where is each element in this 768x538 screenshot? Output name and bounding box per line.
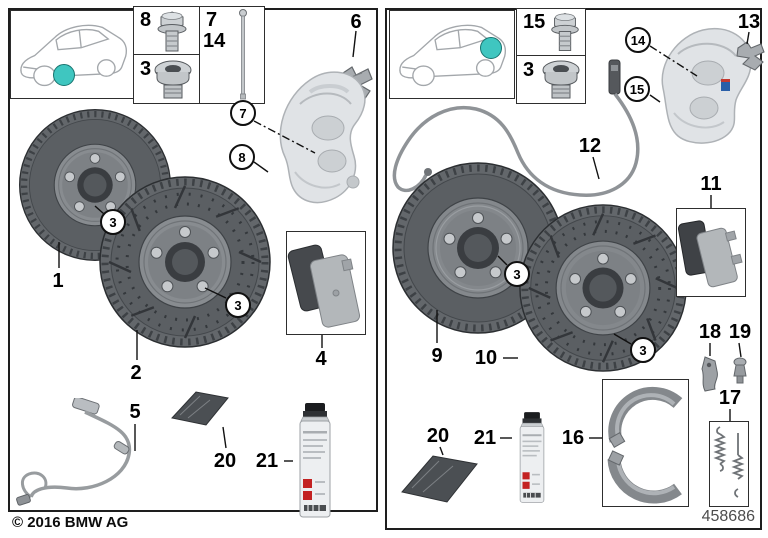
copyright-notice: © 2016 BMW AG <box>12 514 129 531</box>
callout-17-spring-kit[interactable]: 17 <box>718 387 742 409</box>
diagram-number: 458686 <box>701 508 755 525</box>
disc-screw-number-rear[interactable]: 3 <box>523 59 535 81</box>
callout-15-bleeder-badge[interactable]: 15 <box>624 76 650 102</box>
callout-12-wear-sensor[interactable]: 12 <box>578 135 602 157</box>
rear-axle-location-inset <box>389 10 515 99</box>
callout-8-guide: 8 <box>238 149 246 165</box>
callout-21-cleaner-rear[interactable]: 21 <box>473 427 497 449</box>
spring-kit-illustration <box>713 426 745 498</box>
callout-15-bleeder: 15 <box>629 81 645 97</box>
callout-3d-screw: 3 <box>639 342 647 358</box>
guide-pin-box <box>199 6 265 104</box>
callout-10-disc-sport[interactable]: 10 <box>474 347 498 369</box>
callout-3b-screw: 3 <box>234 297 242 313</box>
callout-11-pad-set[interactable]: 11 <box>700 173 722 195</box>
callout-18-adjuster[interactable]: 18 <box>698 321 722 343</box>
guide-pin-number-b[interactable]: 14 <box>203 30 226 52</box>
guide-pin-number-a[interactable]: 7 <box>206 9 218 31</box>
callout-3c-screw: 3 <box>513 266 521 282</box>
guide-pin-icon <box>239 9 247 100</box>
callout-5-wear-sensor[interactable]: 5 <box>129 401 141 423</box>
rear-wear-sensor-illustration <box>392 59 640 197</box>
callout-19-expander[interactable]: 19 <box>728 321 752 343</box>
callout-3c-screw-badge-rear[interactable]: 3 <box>504 261 530 287</box>
flange-bolt-icon <box>551 12 579 51</box>
rear-cleaner-can-illustration <box>519 412 545 503</box>
callout-16-shoe-set[interactable]: 16 <box>561 427 585 449</box>
callout-14-caliper: 14 <box>630 32 646 48</box>
front-axle-highlight-dot <box>53 64 75 86</box>
callout-3d-screw-badge-rear[interactable]: 3 <box>630 337 656 363</box>
shoe-expander-illustration <box>733 357 747 384</box>
front-pad-set-illustration <box>287 244 361 328</box>
callout-6-retaining-clip[interactable]: 6 <box>350 11 362 33</box>
rear-paste-packet-illustration <box>401 455 478 503</box>
callout-3a-screw-badge-front[interactable]: 3 <box>100 209 126 235</box>
callout-13-retaining-clip[interactable]: 13 <box>737 11 761 33</box>
disc-screw-number-front[interactable]: 3 <box>140 58 152 80</box>
countersunk-plug-icon <box>542 60 580 99</box>
rear-pad-set-illustration <box>677 220 743 288</box>
callout-7-caliper: 7 <box>239 105 247 121</box>
car-sketch-icon <box>399 24 507 87</box>
rear-axle-highlight-dot <box>480 37 502 59</box>
shoe-adjuster-illustration <box>701 356 718 392</box>
front-cleaner-can-illustration <box>299 403 331 518</box>
front-wear-sensor-illustration <box>16 398 132 506</box>
callout-8-guide-badge[interactable]: 8 <box>229 144 255 170</box>
front-caliper-illustration <box>279 71 366 204</box>
countersunk-plug-icon <box>154 60 192 99</box>
callout-4-pad-set[interactable]: 4 <box>315 348 327 370</box>
callout-2-disc-sport[interactable]: 2 <box>130 362 142 384</box>
callout-3a-screw: 3 <box>109 214 117 230</box>
callout-20-paste-rear[interactable]: 20 <box>426 425 450 447</box>
front-disc-sport-illustration <box>99 176 271 348</box>
callout-21-cleaner-front[interactable]: 21 <box>255 450 279 472</box>
caliper-bolt-number[interactable]: 8 <box>140 9 152 31</box>
front-axle-location-inset <box>10 10 136 99</box>
callout-9-disc-standard[interactable]: 9 <box>431 345 443 367</box>
front-paste-packet-illustration <box>171 391 229 426</box>
callout-3b-screw-badge-front[interactable]: 3 <box>225 292 251 318</box>
rear-caliper-bolt-number[interactable]: 15 <box>523 11 546 33</box>
rear-retaining-clip-illustration <box>736 41 765 71</box>
flange-bolt-icon <box>157 11 187 52</box>
parking-shoe-illustration <box>607 386 683 504</box>
rear-disc-sport-illustration <box>519 204 687 372</box>
callout-14-caliper-badge[interactable]: 14 <box>625 27 651 53</box>
car-sketch-icon <box>20 24 128 87</box>
callout-20-paste-front[interactable]: 20 <box>213 450 237 472</box>
callout-1-disc-standard[interactable]: 1 <box>52 270 64 292</box>
callout-7-caliper-badge[interactable]: 7 <box>230 100 256 126</box>
